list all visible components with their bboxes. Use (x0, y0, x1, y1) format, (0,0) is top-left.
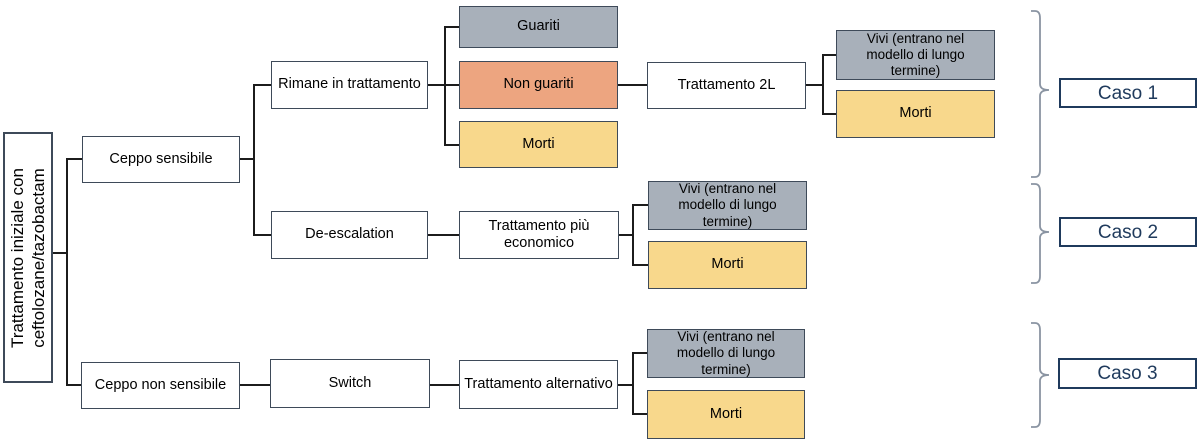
connector (822, 54, 836, 56)
connector (632, 264, 648, 266)
node-label: Morti (522, 135, 555, 152)
connector (632, 413, 647, 415)
connector (632, 204, 648, 206)
node-label: Vivi (entrano nel modello di lungo termi… (866, 30, 965, 79)
connector (632, 204, 634, 266)
connector (428, 84, 459, 86)
node-morti-caso3: Morti (647, 390, 805, 439)
connector (240, 158, 254, 160)
connector (618, 84, 647, 86)
node-label: Vivi (entrano nel modello di lungo termi… (676, 329, 776, 377)
connector (253, 234, 271, 236)
node-label: Rimane in trattamento (278, 76, 421, 93)
connector (430, 384, 459, 386)
connector (66, 158, 82, 160)
case-label: Caso 3 (1097, 363, 1158, 384)
node-label: Morti (711, 256, 744, 273)
node-trattamento-2l: Trattamento 2L (647, 62, 806, 109)
connector (253, 84, 271, 86)
node-label: Trattamento 2L (677, 76, 776, 93)
connector (444, 26, 459, 28)
node-label: Guariti (517, 18, 560, 35)
connector (253, 84, 255, 236)
node-rimane-in-trattamento: Rimane in trattamento (271, 61, 428, 109)
connector (619, 234, 633, 236)
node-morti-caso2: Morti (648, 241, 807, 289)
case-label: Caso 2 (1097, 221, 1159, 243)
brace-caso-3 (1031, 322, 1050, 428)
connector (444, 26, 446, 146)
connector (822, 113, 836, 115)
node-trattamento-iniziale: Trattamento iniziale con ceftolozane/taz… (3, 132, 53, 383)
connector (632, 352, 647, 354)
node-ceppo-sensibile: Ceppo sensibile (82, 136, 240, 183)
connector (806, 84, 823, 86)
node-non-guariti: Non guariti (459, 61, 618, 109)
connector (240, 384, 270, 386)
node-label: Vivi (entrano nel modello di lungo termi… (678, 181, 777, 229)
connector (822, 54, 824, 115)
node-label: Non guariti (503, 76, 574, 93)
node-vivi-caso1: Vivi (entrano nel modello di lungo termi… (836, 30, 995, 80)
node-label: Ceppo non sensibile (94, 376, 227, 393)
connector (618, 384, 633, 386)
node-vivi-caso2: Vivi (entrano nel modello di lungo termi… (648, 181, 807, 230)
node-ceppo-non-sensibile: Ceppo non sensibile (81, 362, 240, 409)
node-morti-top: Morti (459, 121, 618, 168)
node-vivi-caso3: Vivi (entrano nel modello di lungo termi… (647, 329, 805, 378)
node-label: Trattamento più economico (488, 217, 590, 251)
node-label: Trattamento iniziale con ceftolozane/taz… (7, 167, 48, 348)
node-trattamento-alternativo: Trattamento alternativo (459, 360, 618, 409)
node-trattamento-piu-economico: Trattamento più economico (459, 211, 619, 259)
node-label: Trattamento alternativo (464, 375, 613, 392)
node-label: Ceppo sensibile (109, 150, 213, 167)
connector (66, 384, 81, 386)
node-guariti: Guariti (459, 6, 618, 48)
connector (66, 158, 68, 386)
node-switch: Switch (270, 359, 430, 408)
node-morti-caso1: Morti (836, 90, 995, 138)
case-label: Caso 1 (1097, 82, 1159, 104)
node-label: Morti (899, 105, 932, 122)
case-3-box: Caso 3 (1058, 358, 1197, 389)
node-de-escalation: De-escalation (271, 211, 428, 259)
connector (632, 352, 634, 414)
connector (428, 234, 459, 236)
case-2-box: Caso 2 (1059, 217, 1197, 247)
case-1-box: Caso 1 (1059, 78, 1197, 108)
brace-caso-2 (1031, 183, 1050, 284)
node-label: Morti (709, 405, 743, 422)
connector (444, 144, 459, 146)
node-label: Switch (328, 374, 372, 391)
connector (53, 252, 67, 254)
node-label: De-escalation (305, 226, 394, 243)
brace-caso-1 (1031, 10, 1050, 178)
